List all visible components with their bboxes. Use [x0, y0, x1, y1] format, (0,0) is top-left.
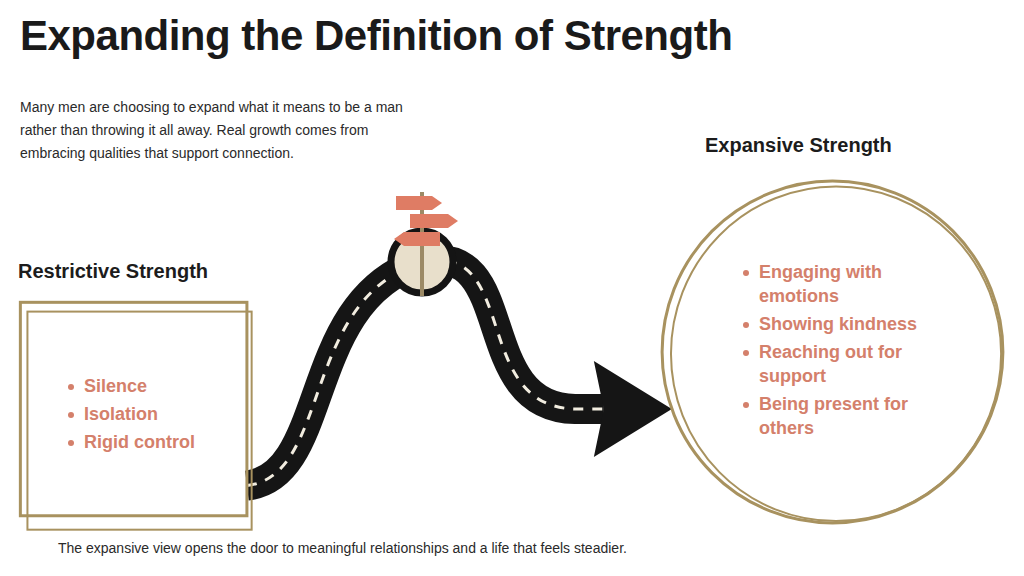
list-item: Isolation — [66, 402, 246, 426]
item-text: Engaging with emotions — [759, 262, 882, 306]
item-text: Showing kindness — [759, 314, 917, 334]
node-heading: Restrictive Strength — [18, 260, 208, 283]
expansive-node: Engaging with emotionsShowing kindnessRe… — [655, 134, 1010, 530]
item-list: Engaging with emotionsShowing kindnessRe… — [741, 260, 931, 444]
bullet-dot — [68, 440, 74, 446]
square-line — [20, 302, 247, 515]
bullet-dot — [743, 350, 749, 356]
node-heading: Expansive Strength — [705, 134, 892, 157]
square-line — [27, 312, 251, 530]
item-text: Isolation — [84, 404, 158, 424]
list-item: Being present for others — [741, 392, 931, 440]
list-item: Silence — [66, 374, 246, 398]
title: Expanding the Definition of Strength — [20, 12, 732, 60]
list-item: Rigid control — [66, 430, 246, 454]
signpost-sign — [396, 196, 442, 210]
item-list: SilenceIsolationRigid control — [66, 374, 246, 458]
bullet-dot — [68, 412, 74, 418]
list-item: Showing kindness — [741, 312, 931, 336]
square-outline: SilenceIsolationRigid control — [18, 300, 254, 532]
bullet-dot — [743, 270, 749, 276]
signpost-sign — [410, 214, 458, 228]
item-text: Reaching out for support — [759, 342, 902, 386]
caption: The expansive view opens the door to mea… — [58, 538, 627, 558]
bullet-dot — [743, 322, 749, 328]
list-item: Reaching out for support — [741, 340, 931, 388]
bullet-dot — [743, 402, 749, 408]
road-connector — [247, 260, 672, 486]
list-item: Engaging with emotions — [741, 260, 931, 308]
item-text: Silence — [84, 376, 147, 396]
circle-ring — [662, 181, 1003, 523]
arrow-heads — [594, 361, 672, 457]
arrow-head — [594, 361, 672, 457]
circle-outline: Engaging with emotionsShowing kindnessRe… — [655, 174, 1010, 530]
item-text: Being present for others — [759, 394, 908, 438]
restrictive-node: SilenceIsolationRigid control Restrictive… — [18, 260, 254, 532]
bullet-dot — [68, 384, 74, 390]
intro-text: Many men are choosing to expand what it … — [20, 96, 430, 165]
circle-ring — [671, 186, 1001, 521]
signpost-sign — [394, 232, 440, 246]
item-text: Rigid control — [84, 432, 195, 452]
